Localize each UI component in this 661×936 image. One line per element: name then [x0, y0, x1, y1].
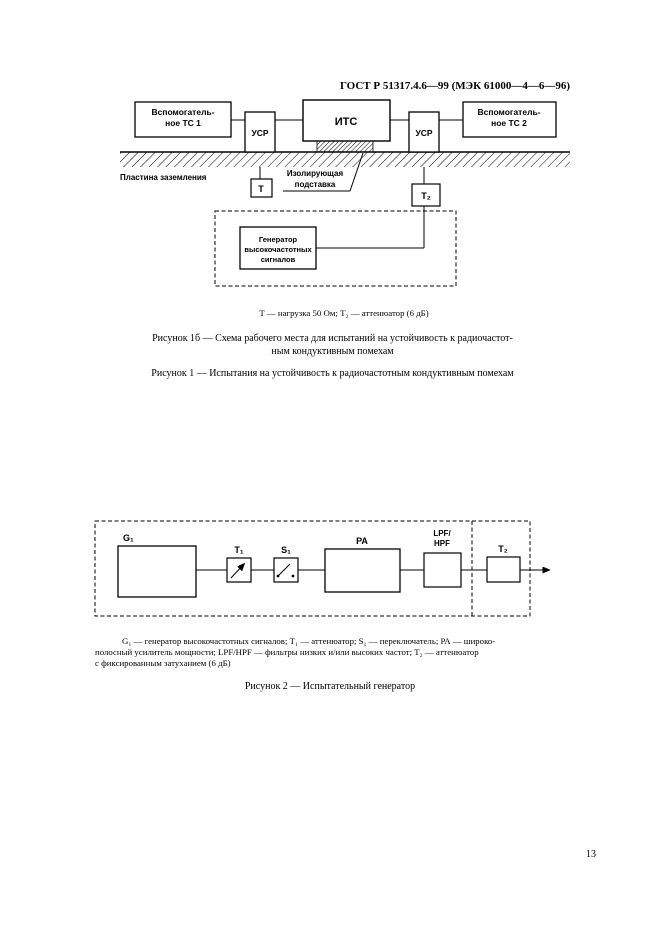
figure-2-caption: Рисунок 2 — Испытательный генератор — [244, 681, 416, 692]
filter-label-line1: LPF/ — [433, 529, 451, 538]
insulating-support-label-line2: подставка — [295, 180, 336, 189]
page-number: 13 — [586, 849, 596, 860]
filter-label-line2: HPF — [434, 539, 450, 548]
generator-g1-label: G₁ — [123, 533, 134, 543]
cdn-1-box — [244, 111, 276, 153]
figure-1b-caption: Рисунок 1б — Схема рабочего места для ис… — [152, 333, 513, 357]
switch-contact-dot — [291, 574, 295, 578]
aux-equipment-1-label-line1: Вспомогатель- — [151, 107, 214, 117]
attenuator-t2-box — [411, 183, 441, 207]
insulating-support-hatch — [316, 140, 374, 153]
insulating-support-leader-line — [349, 152, 364, 192]
switch-lever — [277, 563, 291, 577]
attenuator-t2-label: Т₂ — [498, 544, 508, 554]
ground-plane-label: Пластина заземления — [120, 173, 207, 182]
figure-1b-diagram: Вспомогатель- ное ТС 1 УСР ИТС УСР Вспом… — [120, 99, 570, 287]
eut-box — [302, 99, 391, 142]
test-generator-dashed-boundary — [94, 520, 531, 617]
switch-s1-label: S₁ — [281, 545, 291, 555]
power-amplifier-label: РА — [356, 536, 368, 546]
rf-generator-label-line3: сигналов — [261, 255, 296, 264]
aux-equipment-1-label-line2: ное ТС 1 — [165, 118, 201, 128]
aux-equipment-2-label-line1: Вспомогатель- — [477, 107, 540, 117]
rf-generator-label-line1: Генератор — [259, 235, 298, 244]
rf-generator-label-line2: высокочастотных — [244, 245, 312, 254]
cdn-2-box — [408, 111, 440, 153]
cdn-2-label: УСР — [415, 128, 432, 138]
generator-dashed-boundary — [214, 210, 457, 287]
figure-2-diagram: G₁ Т₁ S₁ РА LPF/ HPF Т₂ — [94, 520, 661, 617]
power-amplifier-box — [324, 548, 401, 593]
load-t-label: Т — [258, 184, 264, 194]
cdn-1-label: УСР — [251, 128, 268, 138]
attenuator-t1-label: Т₁ — [234, 545, 243, 555]
rf-generator-box — [239, 226, 317, 270]
load-t-box — [250, 178, 273, 198]
generator-g1-box — [117, 545, 197, 598]
attenuator-t2-box — [486, 556, 521, 583]
ground-plane-hatch — [120, 152, 570, 167]
aux-equipment-2-box — [462, 101, 557, 138]
figure-1b-legend: Т — нагрузка 50 Ом; Т₂ — аттенюатор (6 д… — [259, 308, 429, 318]
aux-equipment-1-box — [134, 101, 232, 138]
insulating-support-label-line1: Изолирующая — [287, 169, 344, 178]
figure-1-caption: Рисунок 1 — Испытания на устойчивость к … — [151, 368, 514, 379]
page-header: ГОСТ Р 51317.4.6—99 (МЭК 61000—4—6—96) — [339, 80, 570, 92]
switch-symbol — [276, 563, 295, 578]
connection-lines — [231, 119, 463, 249]
attenuator-symbol — [230, 564, 244, 579]
filter-lpf-hpf-box — [423, 552, 462, 588]
switch-s1-box — [273, 557, 299, 583]
figure-2-legend: G₁ — генератор высокочастотных сигналов;… — [95, 636, 496, 668]
aux-equipment-2-label-line2: ное ТС 2 — [491, 118, 527, 128]
attenuator-t2-label: Т₂ — [421, 191, 431, 201]
eut-label: ИТС — [335, 116, 358, 128]
